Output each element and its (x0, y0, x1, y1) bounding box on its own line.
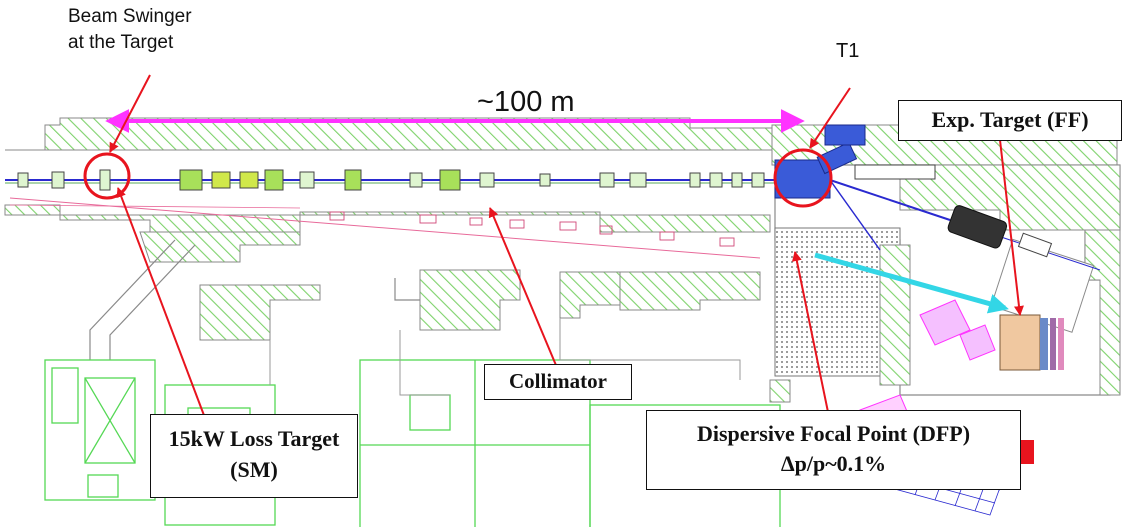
loss-target-line2: (SM) (230, 457, 278, 482)
loss-target-box: 15kW Loss Target (SM) (150, 414, 358, 498)
beam-swinger-label: Beam Swinger at the Target (68, 4, 192, 56)
annotation-leaders (109, 74, 1024, 419)
lower-shielding-wall (4, 204, 791, 403)
beam-swinger-circle (83, 152, 131, 200)
beam-transport-arrow (814, 252, 1009, 314)
transfer-tunnel (89, 239, 420, 360)
experimental-hall-wall (774, 164, 1121, 396)
exp-target-box: Exp. Target (FF) (898, 100, 1122, 141)
loss-target-line1: 15kW Loss Target (168, 426, 340, 451)
dfp-line2: Δp/p~0.1% (780, 451, 887, 476)
offset-beamline-elements (329, 211, 735, 247)
collimator-box: Collimator (484, 364, 632, 400)
beamline-magnets (17, 169, 765, 191)
beam-swinger-line2: at the Target (68, 32, 174, 53)
building-walls-gray (269, 318, 741, 396)
beam-swinger-line1: Beam Swinger (68, 6, 192, 27)
t1-label: T1 (836, 40, 860, 62)
main-beamline (5, 179, 800, 259)
t1-circle (773, 148, 833, 208)
dfp-line1: Dispersive Focal Point (DFP) (696, 421, 971, 446)
distance-label: ~100 m (477, 86, 575, 118)
dfp-box: Dispersive Focal Point (DFP) Δp/p~0.1% (646, 410, 1021, 490)
lower-building-outlines (44, 359, 781, 531)
